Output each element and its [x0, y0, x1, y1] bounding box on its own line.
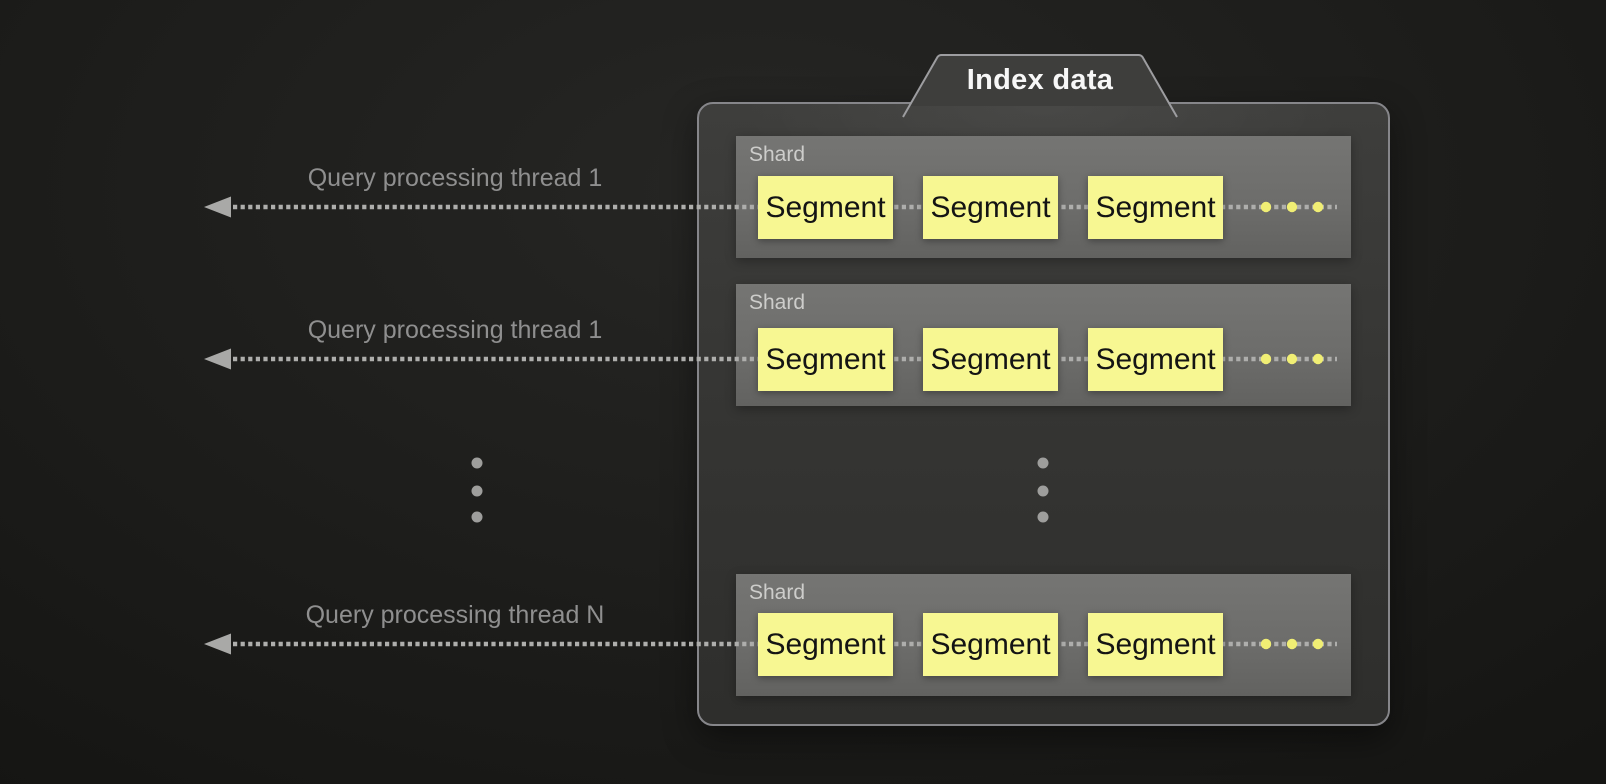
left-arrowhead-icon	[204, 196, 231, 218]
query-thread-label-1: Query processing thread 1	[307, 164, 603, 192]
shard-label: Shard	[749, 291, 806, 314]
query-thread-label-2: Query processing thread 1	[307, 316, 603, 344]
shard-label: Shard	[749, 581, 806, 604]
segment-box: Segment	[1088, 328, 1223, 391]
segment-box: Segment	[758, 328, 893, 391]
shard-label: Shard	[749, 143, 806, 166]
segment-box: Segment	[923, 176, 1058, 239]
segment-box: Segment	[758, 176, 893, 239]
left-arrowhead-icon	[204, 348, 231, 370]
segment-box: Segment	[758, 613, 893, 676]
segment-box: Segment	[1088, 176, 1223, 239]
segment-box: Segment	[923, 328, 1058, 391]
more-threads-ellipsis	[471, 457, 483, 523]
query-thread-label-3: Query processing thread N	[305, 601, 605, 629]
segment-box: Segment	[1088, 613, 1223, 676]
index-data-tab-label: Index data	[966, 64, 1114, 96]
segment-box: Segment	[923, 613, 1058, 676]
left-arrowhead-icon	[204, 633, 231, 655]
